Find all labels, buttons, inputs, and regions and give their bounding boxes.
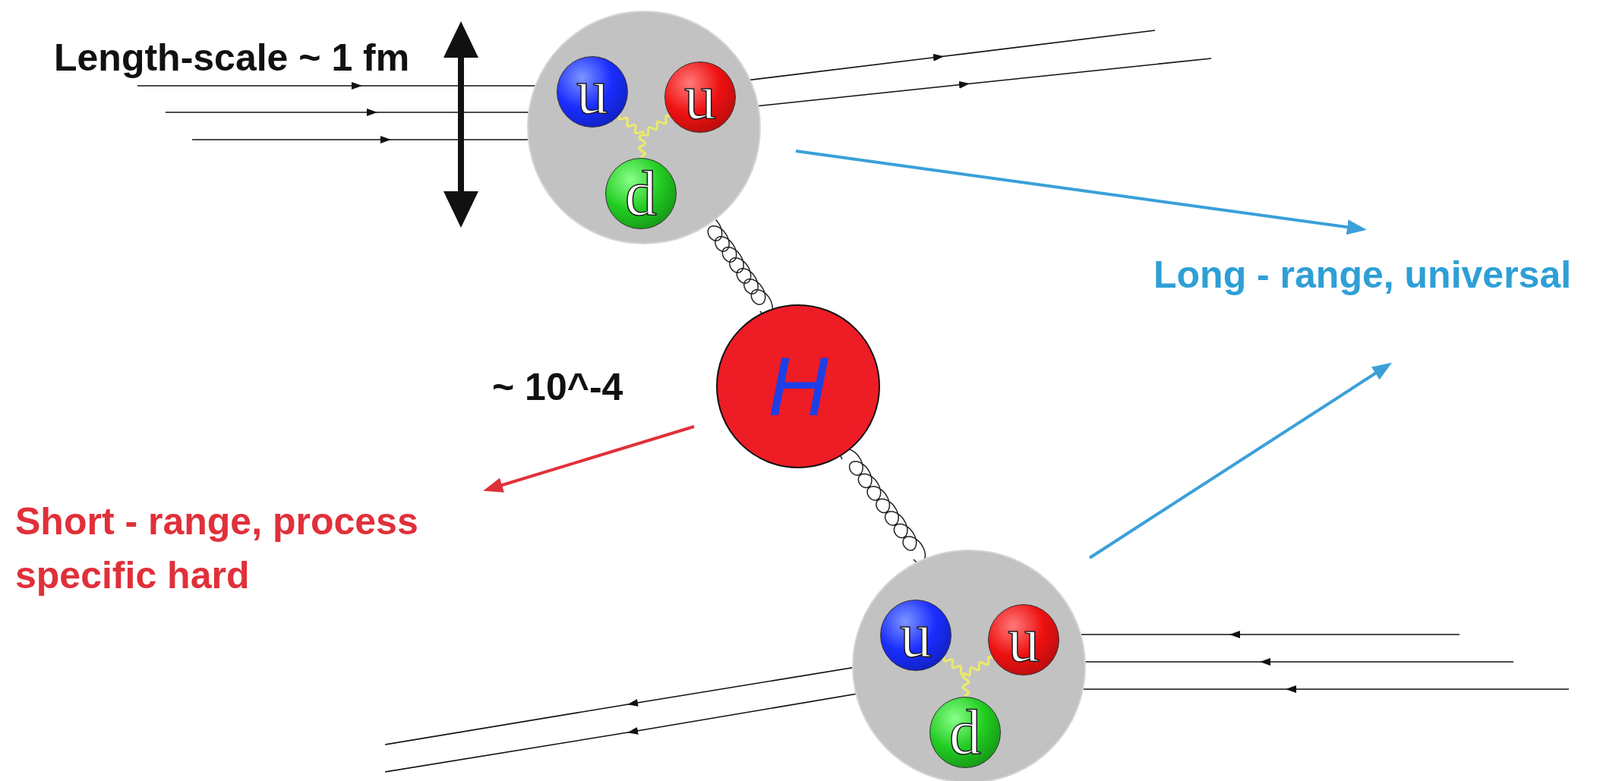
proton-circle <box>852 550 1086 781</box>
ratio-label: ~ 10^-4 <box>492 366 623 411</box>
quark-circle: u <box>556 56 629 128</box>
quark-flavour: u <box>684 65 717 130</box>
arrow-head <box>443 191 479 228</box>
incoming-line <box>1047 634 1460 636</box>
quark-flavour: u <box>899 603 932 668</box>
gluon-coil <box>700 215 773 316</box>
length-scale-arrow <box>443 21 479 228</box>
callout-arrow <box>1089 365 1389 559</box>
callout-arrow <box>487 426 695 490</box>
quark-flavour: u <box>1007 608 1040 673</box>
quark-circle: u <box>987 604 1060 676</box>
outgoing-line <box>683 58 1212 114</box>
gluon-link <box>639 115 671 158</box>
quark-circle: d <box>605 157 677 230</box>
annotation-label: Short - range, process specific hard <box>15 495 426 603</box>
quark-circle: u <box>664 61 736 133</box>
outgoing-line <box>385 658 912 745</box>
higgs-circle: H <box>716 304 881 469</box>
quark-flavour: d <box>624 161 657 226</box>
incoming-line <box>165 111 578 114</box>
incoming-line <box>1047 661 1514 663</box>
incoming-line <box>1047 688 1569 691</box>
quark-circle: u <box>880 599 952 672</box>
arrow-shaft <box>457 53 464 196</box>
proton-circle <box>527 11 761 244</box>
outgoing-line <box>385 684 912 773</box>
callout-arrow <box>795 151 1363 230</box>
incoming-line <box>192 138 578 141</box>
scale-label: Length-scale ~ 1 fm <box>53 36 410 81</box>
quark-flavour: d <box>949 700 982 765</box>
outgoing-line <box>683 30 1156 89</box>
quark-flavour: u <box>576 59 609 124</box>
gluon-link <box>962 656 994 698</box>
gluon-coil <box>840 448 926 563</box>
particle-symbol: H <box>767 344 828 429</box>
incoming-line <box>137 85 578 87</box>
quark-circle: d <box>929 697 1001 769</box>
arrow-head <box>443 21 479 58</box>
annotation-label: Long - range, universal <box>1153 253 1572 298</box>
